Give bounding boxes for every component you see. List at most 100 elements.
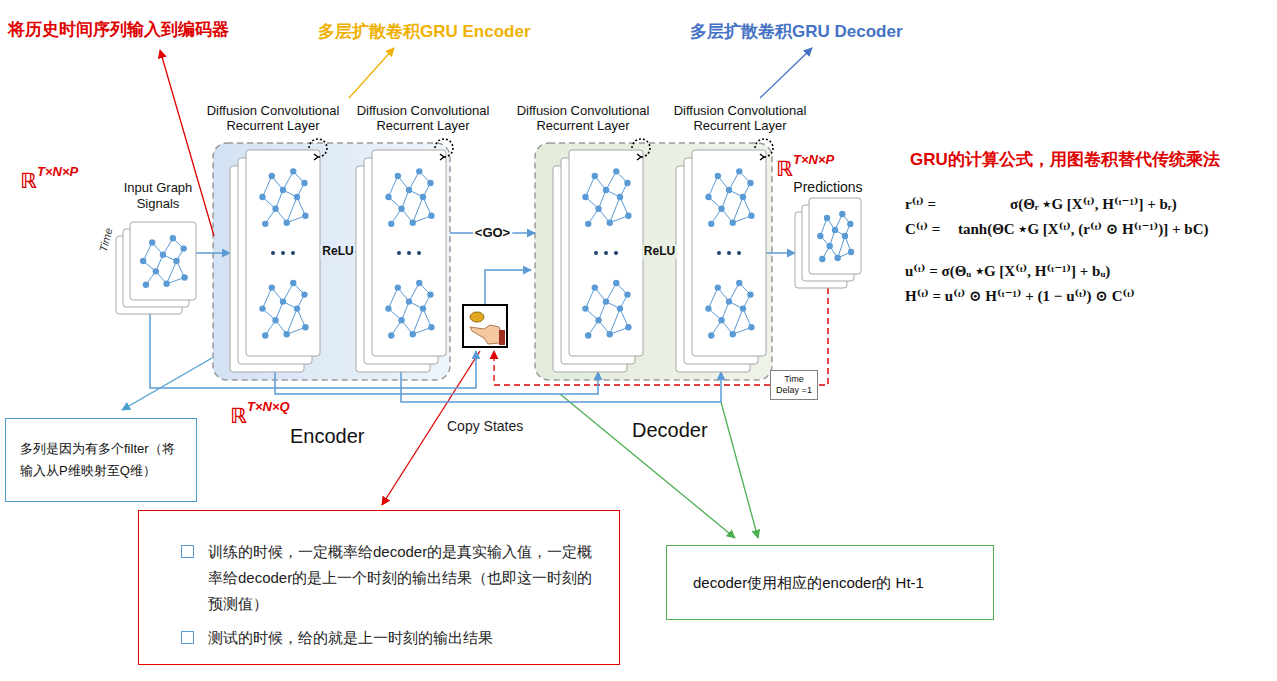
graph-vertex (294, 194, 300, 200)
ellipsis-dot (417, 251, 421, 255)
graph-edge (733, 197, 743, 223)
region-label: Encoder (290, 424, 365, 448)
graph-card (569, 150, 643, 356)
graph-card-stack (676, 150, 766, 372)
graph-vertex (824, 215, 830, 221)
recurrence-arrowhead (440, 154, 444, 160)
graph-figure (259, 280, 308, 339)
graph-vertex (625, 324, 631, 330)
graph-vertex (149, 239, 155, 245)
graph-vertex (181, 274, 187, 280)
recurrent-layer-stack: Diffusion Convolutional Recurrent Layer (553, 150, 643, 372)
graph-vertex (736, 280, 742, 286)
graph-vertex (406, 187, 412, 193)
edge-label: <GO> (473, 226, 512, 241)
graph-vertex (582, 305, 588, 311)
graph-figure (140, 235, 188, 288)
note-box: 训练的时候，一定概率给decoder的是真实输入值，一定概率给decoder的是… (138, 510, 620, 665)
delay-box: Time Delay =1 (770, 370, 818, 400)
ellipsis-dot (271, 251, 275, 255)
graph-vertex (290, 280, 296, 286)
graph-vertex (603, 187, 609, 193)
ellipsis-dot (594, 251, 598, 255)
graph-vertex (301, 291, 307, 297)
recurrence-loop (755, 139, 773, 157)
sleeve-icon (499, 330, 505, 345)
graph-card-stack (116, 222, 196, 314)
graph-vertex (406, 298, 412, 304)
formula-text: σ(Θᵣ ⋆G [X⁽ᵗ⁾, H⁽ᵗ⁻¹⁾] + bᵣ) (1010, 196, 1177, 213)
graph-figure (582, 280, 631, 339)
graph-vertex (715, 284, 721, 290)
graph-vertex (847, 221, 853, 227)
graph-vertex (302, 324, 308, 330)
graph-edge (262, 288, 271, 309)
graph-vertex (259, 194, 265, 200)
region-fill (213, 143, 450, 380)
layer-heading: Diffusion Convolutional Recurrent Layer (348, 103, 498, 133)
graph-vertex (730, 220, 736, 226)
dimension-symbol: ℝ (230, 405, 247, 426)
graph-vertex (388, 221, 394, 227)
recurrent-layer-stack: Diffusion Convolutional Recurrent Layer (676, 150, 766, 372)
graph-vertex (748, 324, 754, 330)
graph-figure (385, 168, 434, 227)
graph-card (246, 150, 320, 356)
stack-heading: Input Graph Signals (113, 180, 203, 212)
graph-vertex (708, 332, 714, 338)
graph-vertex (582, 194, 588, 200)
ellipsis-dot (407, 251, 411, 255)
graph-vertex (140, 258, 146, 264)
graph-vertex (163, 281, 169, 287)
graph-vertex (420, 305, 426, 311)
graph-edge (287, 309, 297, 335)
graph-edge (838, 236, 845, 258)
graph-vertex (595, 205, 601, 211)
box-text: Time Delay =1 (774, 374, 814, 396)
annotation-text: 将历史时间序列输入到编码器 (8, 20, 229, 40)
graph-vertex (416, 280, 422, 286)
graph-figure (705, 168, 754, 227)
graph-figure (817, 211, 854, 262)
graph-edge (610, 197, 620, 223)
ellipsis-dot (604, 251, 608, 255)
formula-text: C⁽ᵗ⁾ = (905, 221, 940, 238)
graph-vertex (718, 205, 724, 211)
connector (275, 372, 598, 394)
coin-icon (470, 312, 484, 322)
layer-heading: Diffusion Convolutional Recurrent Layer (198, 103, 348, 133)
graph-vertex (726, 187, 732, 193)
bullet-text: 训练的时候，一定概率给decoder的是真实输入值，一定概率给decoder的是… (208, 539, 596, 617)
graph-card (692, 150, 766, 356)
edge-label: ReLU (320, 245, 355, 259)
graph-vertex (839, 211, 845, 217)
connector (401, 372, 721, 402)
graph-edge (388, 288, 397, 309)
layer-heading: Diffusion Convolutional Recurrent Layer (508, 103, 658, 133)
graph-card (372, 150, 446, 356)
dimension-superscript: T×N×Q (247, 400, 290, 413)
encoder-region: EncoderDiffusion Convolutional Recurrent… (213, 143, 450, 380)
graph-vertex (262, 221, 268, 227)
graph-vertex (301, 180, 307, 186)
graph-vertex (272, 317, 278, 323)
graph-vertex (427, 291, 433, 297)
graph-vertex (173, 258, 179, 264)
dimension-symbol: ℝ (776, 158, 793, 179)
graph-card (809, 198, 861, 274)
dimension-symbol: ℝ (20, 170, 37, 191)
graph-vertex (826, 243, 832, 249)
annotation-text: 多层扩散卷积GRU Encoder (318, 22, 531, 42)
graph-vertex (613, 280, 619, 286)
graph-vertex (388, 332, 394, 338)
region-label: Decoder (632, 418, 708, 442)
stack-heading: Predictions (783, 179, 873, 195)
recurrence-loop (435, 139, 453, 157)
graph-vertex (398, 317, 404, 323)
recurrence-arrowhead (760, 154, 764, 160)
graph-vertex (715, 173, 721, 179)
annotation-text: 多层扩散卷积GRU Decoder (690, 22, 903, 42)
callout-leader (721, 402, 758, 538)
